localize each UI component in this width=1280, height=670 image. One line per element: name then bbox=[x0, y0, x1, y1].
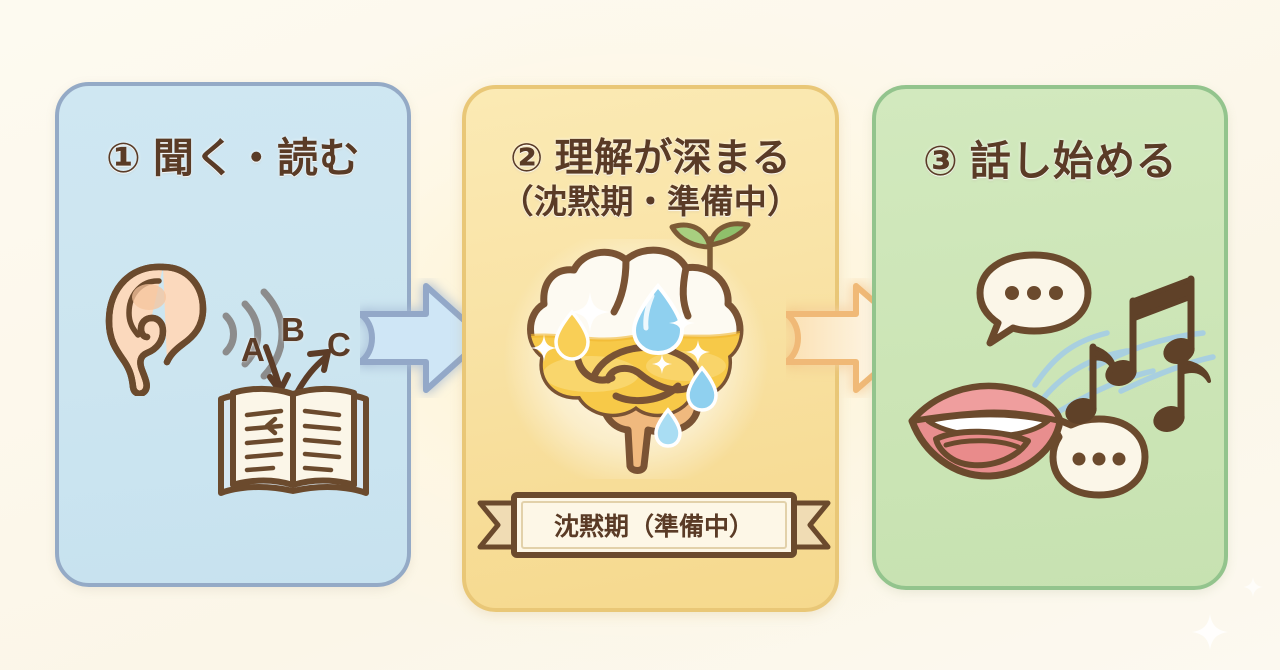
brain-icon bbox=[486, 234, 771, 474]
sparkle-icon bbox=[1242, 576, 1264, 598]
letter-b: B bbox=[281, 311, 305, 348]
panel-understand-subtitle: （沈黙期・準備中） bbox=[500, 183, 801, 220]
ear-icon bbox=[97, 261, 217, 397]
book-icon bbox=[211, 381, 376, 511]
speech-bubble-icon bbox=[974, 249, 1094, 349]
speech-bubble-icon bbox=[1041, 409, 1151, 504]
ribbon-label: 沈黙期（準備中） bbox=[553, 513, 754, 541]
sparkle-icon bbox=[1190, 612, 1230, 652]
sprout-icon bbox=[664, 221, 754, 294]
panel-understanding-deepens: ② 理解が深まる （沈黙期・準備中） bbox=[462, 85, 839, 612]
status-ribbon: 沈黙期（準備中） bbox=[474, 489, 834, 561]
panel-start-speaking: ③ 話し始める bbox=[872, 85, 1228, 590]
letter-c: C bbox=[327, 326, 351, 363]
panel-speak-title: ③ 話し始める bbox=[923, 138, 1177, 184]
brain-halo bbox=[496, 239, 776, 479]
mouth-icon bbox=[906, 377, 1066, 482]
panel-understand-title: ② 理解が深まる bbox=[510, 137, 791, 180]
music-note-icon bbox=[1031, 249, 1221, 434]
letter-a: A bbox=[241, 331, 265, 368]
panel-listen-title: ① 聞く・読む bbox=[106, 135, 360, 181]
panel-listen-read: ① 聞く・読む A B bbox=[55, 82, 411, 587]
